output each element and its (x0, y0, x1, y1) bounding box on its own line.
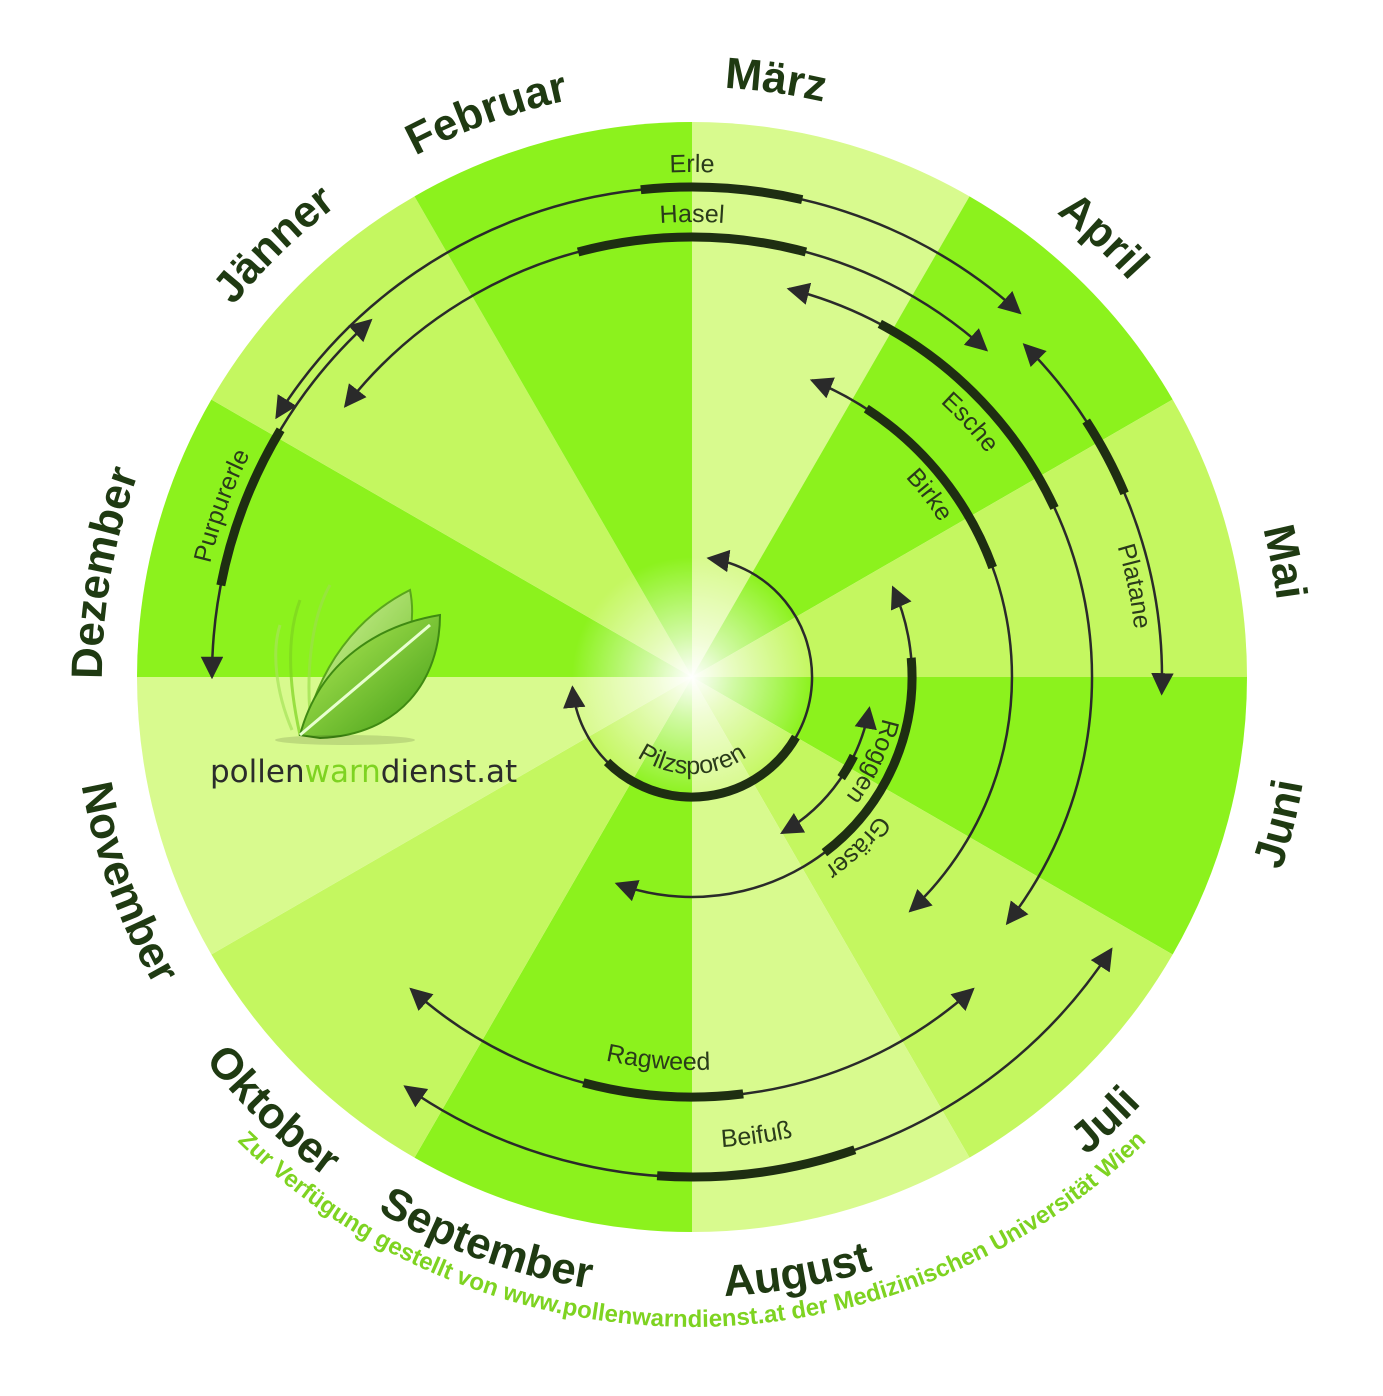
erle-label: Erle (669, 150, 715, 178)
platane-season-line (1022, 343, 1174, 696)
leaf-icon (274, 584, 442, 745)
month-label-mai: Mai (1254, 520, 1316, 602)
month-label-maerz: März (723, 49, 831, 112)
erle-peak-bar (640, 182, 804, 204)
logo: pollenwarndienst.at (210, 584, 517, 790)
logo-text-part3: dienst.at (381, 754, 517, 790)
month-label-dezember: Dezember (63, 460, 148, 679)
pilzsporen-peak-bar (603, 734, 800, 802)
logo-text-part1: pollen (210, 754, 305, 790)
birke-peak-bar (863, 404, 997, 570)
graeser-peak-bar (821, 657, 917, 857)
month-wedge (211, 677, 692, 1158)
purpurerle-peak-bar (216, 427, 285, 587)
beifuss-peak-bar (656, 1145, 857, 1182)
hasel-peak-bar (576, 232, 808, 257)
platane-peak-bar (1082, 418, 1129, 496)
erle-season-line (275, 185, 1022, 420)
pollen-season-arcs (200, 182, 1174, 1182)
logo-text: pollenwarndienst.at (210, 754, 517, 790)
month-label-juni: Juni (1244, 776, 1313, 874)
month-wedge (137, 677, 692, 955)
logo-text-part2: warn (305, 754, 381, 790)
